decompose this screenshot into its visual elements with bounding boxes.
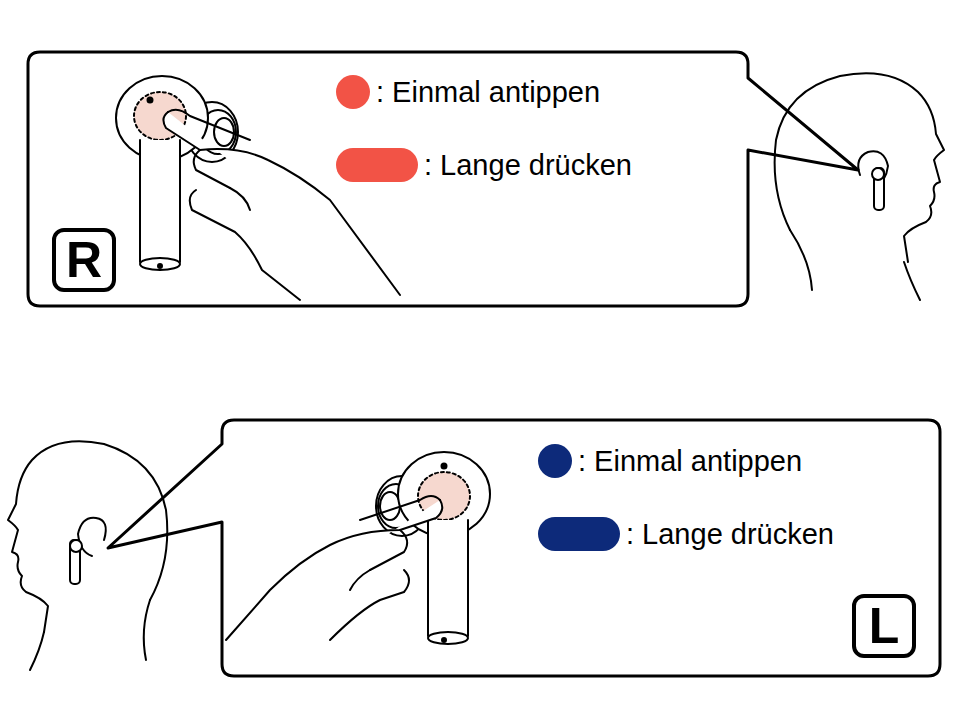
side-letter: R bbox=[66, 235, 102, 285]
head-profile bbox=[775, 73, 944, 300]
legend-label: : Lange drücken bbox=[424, 149, 632, 182]
legend-label: : Einmal antippen bbox=[376, 76, 600, 109]
side-badge: R bbox=[52, 228, 116, 292]
legend-entry: : Lange drücken bbox=[538, 517, 834, 551]
legend-entry: : Einmal antippen bbox=[336, 75, 600, 109]
callout-panel bbox=[28, 52, 858, 306]
legend-label: : Lange drücken bbox=[626, 518, 834, 551]
press-symbol bbox=[336, 148, 418, 182]
tap-symbol bbox=[538, 444, 572, 478]
head-profile bbox=[8, 441, 167, 670]
earbud-left bbox=[376, 452, 490, 644]
press-symbol bbox=[538, 517, 620, 551]
hand bbox=[163, 110, 400, 300]
legend-label: : Einmal antippen bbox=[578, 445, 802, 478]
earbud-right bbox=[116, 76, 238, 270]
side-letter: L bbox=[869, 601, 900, 651]
legend-entry: : Einmal antippen bbox=[538, 444, 802, 478]
hand bbox=[226, 496, 442, 640]
callout-panel bbox=[108, 420, 940, 676]
tap-symbol bbox=[336, 75, 370, 109]
legend-entry: : Lange drücken bbox=[336, 148, 632, 182]
side-badge: L bbox=[852, 594, 916, 658]
